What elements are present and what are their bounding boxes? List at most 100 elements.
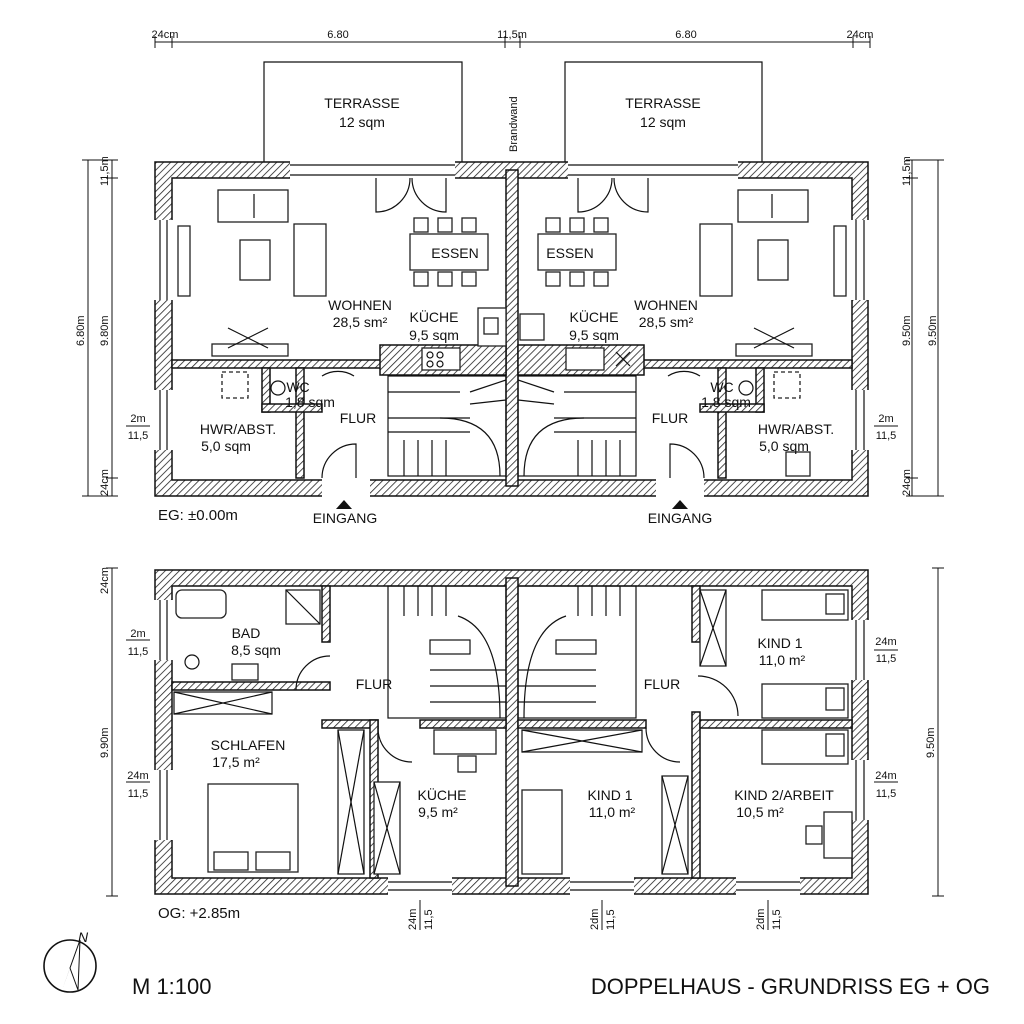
eg-left-wohnen: WOHNEN <box>328 297 392 313</box>
og-walls <box>150 569 874 898</box>
eg-left-hwr: HWR/ABST. <box>200 421 276 437</box>
og-bottom-dim-3a: 2dm <box>755 909 767 930</box>
eg-right-dim-outer: 9.50m <box>901 315 913 346</box>
eg-right-hwr-area: 5,0 sqm <box>759 438 809 454</box>
og-right-dimensions: 9.50m 24m 11,5 24m 11,5 <box>874 567 944 897</box>
eg-right-furniture <box>519 189 847 479</box>
terrace-left: TERRASSE 12 sqm <box>263 61 463 162</box>
eg-terrace-doors <box>375 177 649 213</box>
og-right-dim-b2: 11,5 <box>876 788 897 800</box>
og-right-kind2-area: 10,5 m² <box>736 804 784 820</box>
north-label: N <box>78 929 89 945</box>
eg-left-dim-bottom: 24cm <box>99 469 111 496</box>
og-left-dim-a2: 24m <box>127 770 148 782</box>
top-dim-1: 24cm <box>152 29 179 41</box>
og-left-flur: FLUR <box>356 676 393 692</box>
og-bottom-dim-2b: 11,5 <box>605 909 617 930</box>
og-right-stairs <box>517 585 637 719</box>
eg-left-dim-mid-a: 2m <box>130 413 145 425</box>
og-right-kind1b: KIND 1 <box>587 787 632 803</box>
eg-right-dim-inner: 9.50m <box>927 315 939 346</box>
eg-right-kueche: KÜCHE <box>569 308 618 325</box>
eg-right-kueche-area: 9,5 sqm <box>569 327 619 343</box>
eg-left-wc-area: 1,8 sqm <box>285 394 335 410</box>
terrace-right: TERRASSE 12 sqm <box>564 61 763 162</box>
eg-left-kueche-area: 9,5 sqm <box>409 327 459 343</box>
og-left-furniture <box>173 589 497 875</box>
eg-right-dimensions: 11,5m 9.50m 9.50m 24cm 2m 11,5 <box>874 156 944 497</box>
og-left-kueche-area: 9,5 m² <box>418 804 458 820</box>
og-bottom-dim-2a: 2dm <box>589 909 601 930</box>
eg-right-wohnen: WOHNEN <box>634 297 698 313</box>
eg-left-stairs <box>387 375 507 477</box>
og-right-dim-a1: 24m <box>875 636 896 648</box>
og-left-dimensions: 24cm 9.90m 2m 11,5 24m 11,5 <box>99 567 150 897</box>
eg-right-labels: ESSEN WOHNEN 28,5 sm² KÜCHE 9,5 sqm WC 1… <box>546 245 834 526</box>
brandwand-label: Brandwand <box>508 96 520 152</box>
top-dimension-line: 24cm 6.80 11,5m 6.80 24cm <box>152 29 874 48</box>
eg-right-eingang: EINGANG <box>648 510 713 526</box>
og-left-kueche: KÜCHE <box>417 786 466 803</box>
eg-left-dim-top: 11,5m <box>99 156 111 186</box>
og-left-labels: BAD 8,5 sqm FLUR SCHLAFEN 17,5 m² KÜCHE … <box>211 625 467 820</box>
top-dim-5: 24cm <box>847 29 874 41</box>
eg-left-flur: FLUR <box>340 410 377 426</box>
eg-right-entrance-marker <box>672 500 688 509</box>
eg-left-hwr-area: 5,0 sqm <box>201 438 251 454</box>
eg-level-label: EG: ±0.00m <box>158 507 238 524</box>
og-bottom-dim-3b: 11,5 <box>771 909 783 930</box>
top-dim-3: 11,5m <box>497 29 527 41</box>
og-right-dim-a2: 24m <box>875 770 896 782</box>
eg-left-dim-outer: 6.80m <box>75 315 87 346</box>
og-level-label: OG: +2.85m <box>158 905 240 922</box>
terrace-left-label: TERRASSE <box>324 95 399 111</box>
og-left-bad-area: 8,5 sqm <box>231 642 281 658</box>
og-right-kind2: KIND 2/ARBEIT <box>734 787 834 803</box>
eg-right-dim-top: 11,5m <box>901 156 913 186</box>
eg-left-eingang: EINGANG <box>313 510 378 526</box>
terrace-left-area: 12 sqm <box>339 114 385 130</box>
og-left-stairs <box>387 585 507 719</box>
eg-left-labels: ESSEN WOHNEN 28,5 sm² KÜCHE 9,5 sqm WC 1… <box>200 245 479 526</box>
eg-left-furniture <box>177 189 507 479</box>
eg-right-wc: WC <box>710 379 733 395</box>
og-left-dim-b1: 11,5 <box>128 646 149 658</box>
og-right-flur: FLUR <box>644 676 681 692</box>
og-right-kind1: KIND 1 <box>757 635 802 651</box>
eg-left-wohnen-area: 28,5 sm² <box>333 314 388 330</box>
eg-right-hwr: HWR/ABST. <box>758 421 834 437</box>
eg-left-dim-inner: 9.80m <box>99 315 111 346</box>
og-right-labels: FLUR KIND 1 11,0 m² KIND 1 11,0 m² KIND … <box>587 635 834 820</box>
terrace-right-label: TERRASSE <box>625 95 700 111</box>
og-left-schlafen: SCHLAFEN <box>211 737 286 753</box>
eg-left-wc: WC <box>286 379 309 395</box>
og-right-dim-height: 9.50m <box>925 727 937 758</box>
og-right-kind1-area: 11,0 m² <box>759 652 806 668</box>
eg-left-essen: ESSEN <box>431 245 478 261</box>
og-left-schlafen-area: 17,5 m² <box>212 754 260 770</box>
og-left-dim-top: 24cm <box>99 567 111 594</box>
eg-walls <box>150 158 874 500</box>
og-left-dim-height: 9.90m <box>99 727 111 758</box>
top-dim-2: 6.80 <box>327 29 348 41</box>
eg-right-dim-bottom: 24cm <box>901 469 913 496</box>
eg-left-dim-mid-b: 11,5 <box>128 430 149 442</box>
eg-right-dim-mid-b: 11,5 <box>876 430 897 442</box>
north-arrow-icon: N <box>43 929 97 993</box>
og-right-furniture <box>521 589 853 875</box>
og-left-dim-b2: 11,5 <box>128 788 149 800</box>
eg-right-wohnen-area: 28,5 sm² <box>639 314 694 330</box>
scale-label: M 1:100 <box>132 974 212 999</box>
eg-left-dimensions: 11,5m 6.80m 9.80m 24cm 2m 11,5 <box>75 156 150 497</box>
eg-right-dim-mid-a: 2m <box>878 413 893 425</box>
eg-left-entrance-marker <box>336 500 352 509</box>
top-dim-4: 6.80 <box>675 29 696 41</box>
og-bottom-dimensions: 24m 11,5 2dm 11,5 2dm 11,5 <box>407 900 783 930</box>
terrace-right-area: 12 sqm <box>640 114 686 130</box>
og-bottom-dim-1a: 24m <box>407 909 419 930</box>
og-left-dim-a1: 2m <box>130 628 145 640</box>
eg-right-flur: FLUR <box>652 410 689 426</box>
eg-right-wc-area: 1,8 sqm <box>701 394 751 410</box>
og-right-dim-b1: 11,5 <box>876 653 897 665</box>
